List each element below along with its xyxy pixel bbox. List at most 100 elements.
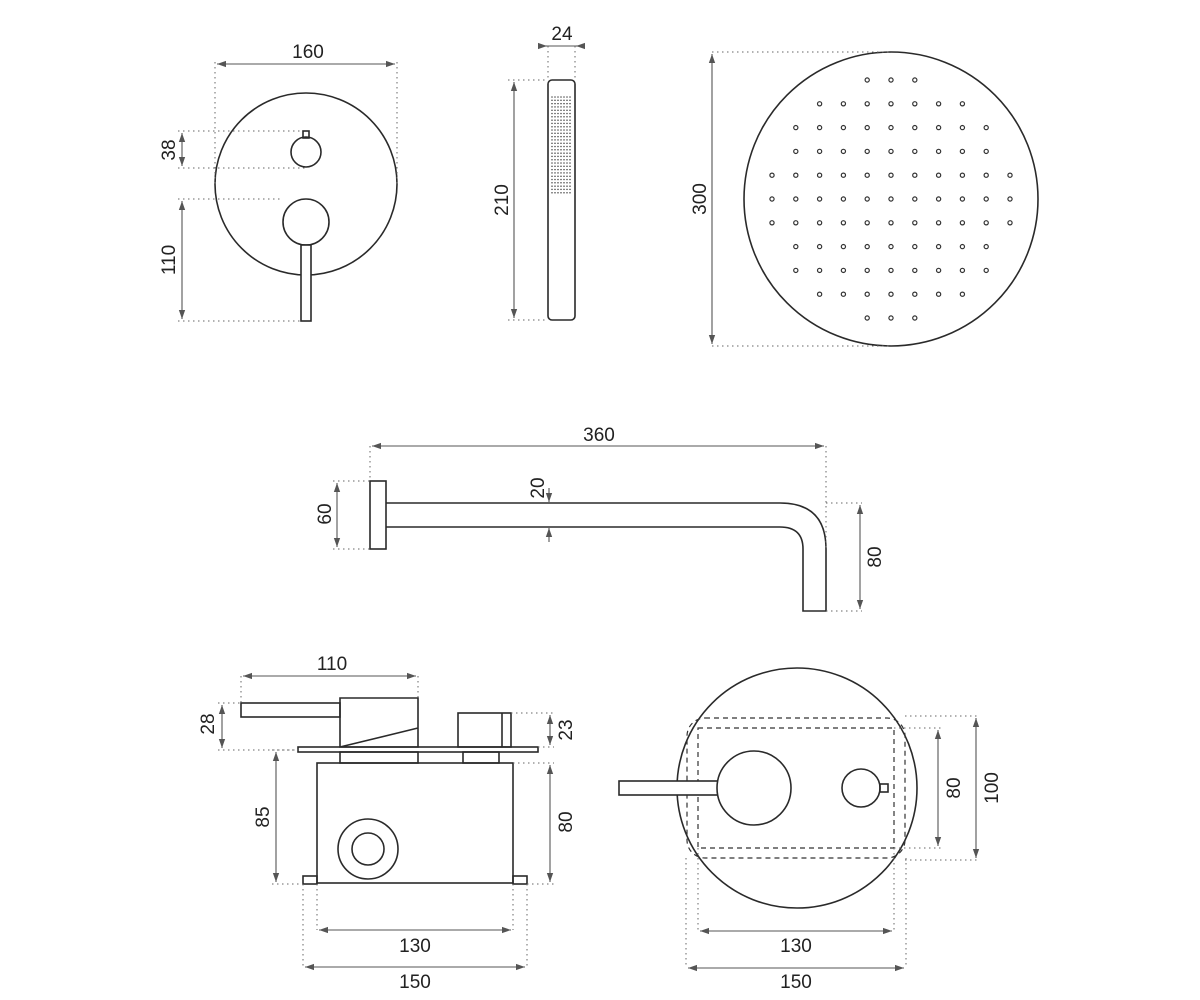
- mixer-side-view: 110 28 23 85 80 130 150: [198, 654, 577, 993]
- nozzle-dot: [793, 267, 799, 274]
- nozzle-dot: [959, 243, 966, 250]
- handshower-nozzle-dot: [560, 129, 562, 131]
- handshower-nozzle-dot: [569, 129, 571, 131]
- handshower-nozzle-dot: [560, 139, 562, 141]
- handshower-nozzle-dot: [560, 149, 562, 151]
- handshower-nozzle-dot: [557, 158, 559, 161]
- handshower-nozzle-dot: [551, 99, 553, 102]
- nozzle-dot: [935, 243, 942, 250]
- front-lever-handle: [618, 780, 720, 796]
- handshower-nozzle-dot: [566, 129, 568, 131]
- nozzle-dot: [888, 77, 894, 83]
- nozzle-dot: [864, 267, 870, 274]
- nozzle-dot: [959, 220, 966, 226]
- handshower-nozzle-dot: [551, 139, 553, 141]
- concealed-box: [316, 762, 514, 884]
- nozzle-dot: [959, 267, 966, 274]
- handshower-nozzle-dot: [554, 99, 556, 102]
- nozzle-dot: [959, 148, 966, 155]
- handshower-nozzle-dot: [557, 142, 559, 144]
- handshower-nozzle-dot: [563, 135, 565, 138]
- nozzle-dot: [816, 148, 823, 155]
- handshower-nozzle-dot: [569, 152, 571, 154]
- shower-arm-tube: [386, 502, 827, 612]
- handshower-nozzle-dot: [551, 155, 553, 158]
- handshower-nozzle-dot: [566, 119, 568, 121]
- nozzle-dot: [959, 196, 966, 202]
- nozzle-dot: [912, 291, 918, 297]
- handshower-nozzle-dot: [551, 132, 553, 135]
- handshower-nozzle-dot: [554, 142, 556, 144]
- handshower-nozzle-dot: [566, 106, 568, 108]
- nozzle-dot: [888, 220, 894, 226]
- nozzle-dot: [864, 291, 870, 297]
- nozzle-dot: [840, 148, 847, 155]
- nozzle-dot: [912, 148, 918, 155]
- handshower-nozzle-dot: [569, 172, 571, 174]
- handshower-nozzle-dot: [560, 109, 562, 111]
- handshower-nozzle-dot: [557, 162, 559, 164]
- dim-side-lever: 28: [198, 713, 219, 734]
- front-knob-tab: [879, 783, 889, 793]
- nozzle-dot: [816, 124, 823, 131]
- handshower-nozzle-dot: [554, 162, 556, 164]
- handshower-nozzle-dot: [560, 165, 562, 168]
- handshower-nozzle-dot: [566, 99, 568, 102]
- nozzle-dot: [816, 172, 823, 178]
- handshower-nozzle-dot: [557, 119, 559, 121]
- handshower-nozzle-dot: [554, 112, 556, 115]
- nozzle-dot: [935, 148, 942, 155]
- handshower-nozzle-dot: [557, 149, 559, 151]
- handshower-nozzle-dot: [554, 129, 556, 131]
- handshower-nozzle-dot: [566, 96, 568, 98]
- handshower-nozzle-dot: [554, 139, 556, 141]
- dim-front-inner-width: 130: [780, 936, 812, 957]
- nozzle-dot: [935, 220, 942, 226]
- handshower-nozzle-dot: [560, 178, 562, 181]
- handshower-nozzle-dot: [566, 158, 568, 161]
- handshower-nozzle-dot: [563, 109, 565, 111]
- nozzle-dot: [840, 291, 847, 297]
- nozzle-dot: [983, 124, 989, 131]
- handshower-nozzle-dot: [569, 132, 571, 135]
- nozzle-dot: [864, 172, 870, 178]
- handshower-nozzle-dot: [557, 96, 559, 98]
- handshower-nozzle-dot: [569, 188, 571, 191]
- handshower-nozzle-dot: [551, 129, 553, 131]
- dim-front-outer-width: 150: [780, 972, 812, 993]
- lever-body-side: [339, 697, 419, 748]
- handshower-nozzle-dot: [560, 162, 562, 164]
- nozzle-dot: [983, 172, 989, 178]
- nozzle-dot: [1007, 196, 1013, 202]
- handshower-nozzle-dot: [563, 102, 565, 105]
- handshower-nozzle-dot: [566, 112, 568, 115]
- hand-shower-body: [547, 79, 576, 321]
- handshower-nozzle-dot: [551, 125, 553, 128]
- handshower-nozzle-dot: [569, 116, 571, 118]
- handshower-nozzle-dot: [566, 162, 568, 164]
- handshower-nozzle-dot: [569, 191, 571, 194]
- box-port-outer: [337, 818, 399, 880]
- handshower-nozzle-dot: [551, 185, 553, 187]
- nozzle-dot: [769, 220, 775, 226]
- dim-front-outer-height: 100: [982, 772, 1003, 804]
- nozzle-dot: [959, 124, 966, 131]
- handshower-nozzle-dot: [557, 172, 559, 174]
- dim-box-outer-width: 150: [399, 972, 431, 993]
- dim-flange-height: 60: [315, 503, 336, 524]
- handshower-nozzle-dot: [563, 152, 565, 154]
- handshower-nozzle-dot: [551, 122, 553, 125]
- cartridge-neck-left: [339, 751, 419, 764]
- nozzle-dot: [1007, 172, 1013, 178]
- handshower-nozzle-dot: [569, 122, 571, 125]
- diverter-knob: [290, 136, 322, 168]
- handshower-nozzle-dot: [563, 188, 565, 191]
- nozzle-dot: [793, 196, 799, 202]
- handshower-nozzle-dot: [551, 165, 553, 168]
- dim-knob-diameter: 38: [159, 139, 180, 160]
- handshower-nozzle-dot: [560, 142, 562, 144]
- nozzle-dot: [864, 148, 870, 155]
- handshower-nozzle-dot: [551, 142, 553, 144]
- handshower-nozzle-dot: [560, 158, 562, 161]
- handshower-nozzle-dot: [554, 188, 556, 191]
